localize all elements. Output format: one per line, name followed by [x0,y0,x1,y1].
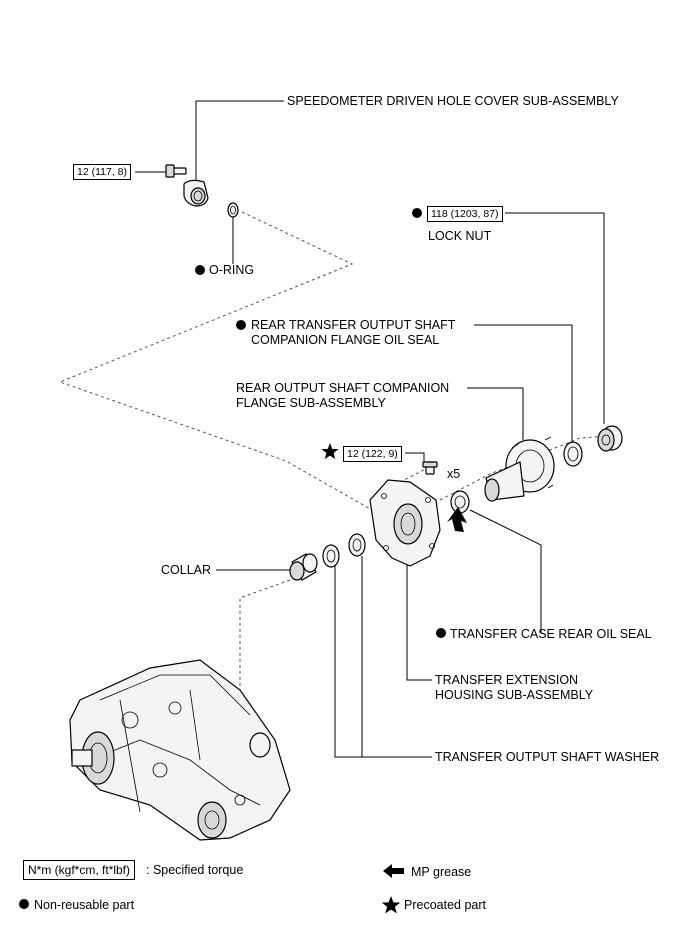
washer-part-2 [348,533,366,557]
label-output-shaft-washer: TRANSFER OUTPUT SHAFT WASHER [435,750,660,764]
label-extension-housing-1: TRANSFER EXTENSION [435,673,579,687]
label-speedometer-cover: SPEEDOMETER DRIVEN HOLE COVER SUB-ASSEMB… [287,94,619,108]
mp-grease-arrow [447,507,467,532]
label-extension-housing-2: HOUSING SUB-ASSEMBLY [435,688,594,702]
label-flange-assy-1: REAR OUTPUT SHAFT COMPANION [236,381,450,395]
label-flange-oil-seal-1: REAR TRANSFER OUTPUT SHAFT [251,318,456,332]
transfer-case-part [69,659,291,841]
companion-flange-part [484,436,555,502]
speedometer-cover [183,179,209,207]
legend-star-icon [381,896,401,914]
legend-torque-box: N*m (kgf*cm, ft*lbf) [23,860,136,880]
non-reusable-icon-lock-nut [412,208,422,218]
legend-non-reusable: Non-reusable part [34,898,135,912]
extension-bolt [422,461,438,475]
label-lock-nut: LOCK NUT [428,229,492,243]
legend-mp-grease: MP grease [411,865,472,879]
leader-rear-oil-seal [469,509,542,633]
torque-lock-nut: 118 (1203, 87) [427,206,503,222]
flange-oil-seal-part [563,441,583,467]
torque-extension-bolts: 12 (122, 9) [343,446,402,462]
leader-flange-oil-seal [474,324,573,442]
label-bolt-count: x5 [447,467,461,481]
speedometer-bolt [165,164,187,178]
assembly-path-speedometer [58,211,387,519]
legend-torque-desc: : Specified torque [146,863,244,877]
label-flange-assy-2: FLANGE SUB-ASSEMBLY [236,396,386,410]
star-icon-extension-bolt [321,443,339,460]
non-reusable-icon-rear-oil-seal [436,628,446,638]
legend-arrow-icon [383,864,404,878]
label-rear-oil-seal: TRANSFER CASE REAR OIL SEAL [450,627,652,641]
leader-speedometer-cover [195,100,284,182]
label-collar: COLLAR [161,563,212,577]
leader-extension-housing [406,563,432,681]
non-reusable-icon-o-ring [195,265,205,275]
torque-speedometer-bolt: 12 (117, 8) [73,164,132,180]
label-flange-oil-seal-2: COMPANION FLANGE OIL SEAL [251,333,440,347]
legend-non-reusable-icon [19,899,29,909]
rear-oil-seal-part [450,490,470,514]
lock-nut-part [597,425,623,452]
leader-lock-nut [505,212,605,424]
leader-flange-assy [467,387,524,440]
non-reusable-icon-flange-oil-seal [236,320,246,330]
o-ring-part [227,202,239,218]
leader-washer [334,566,432,758]
legend-precoated: Precoated part [404,898,486,912]
extension-housing-part [369,479,441,567]
washer-part-1 [322,544,340,568]
label-o-ring: O-RING [209,263,255,277]
collar-part [289,553,318,581]
leader-extension-bolt [405,452,425,462]
